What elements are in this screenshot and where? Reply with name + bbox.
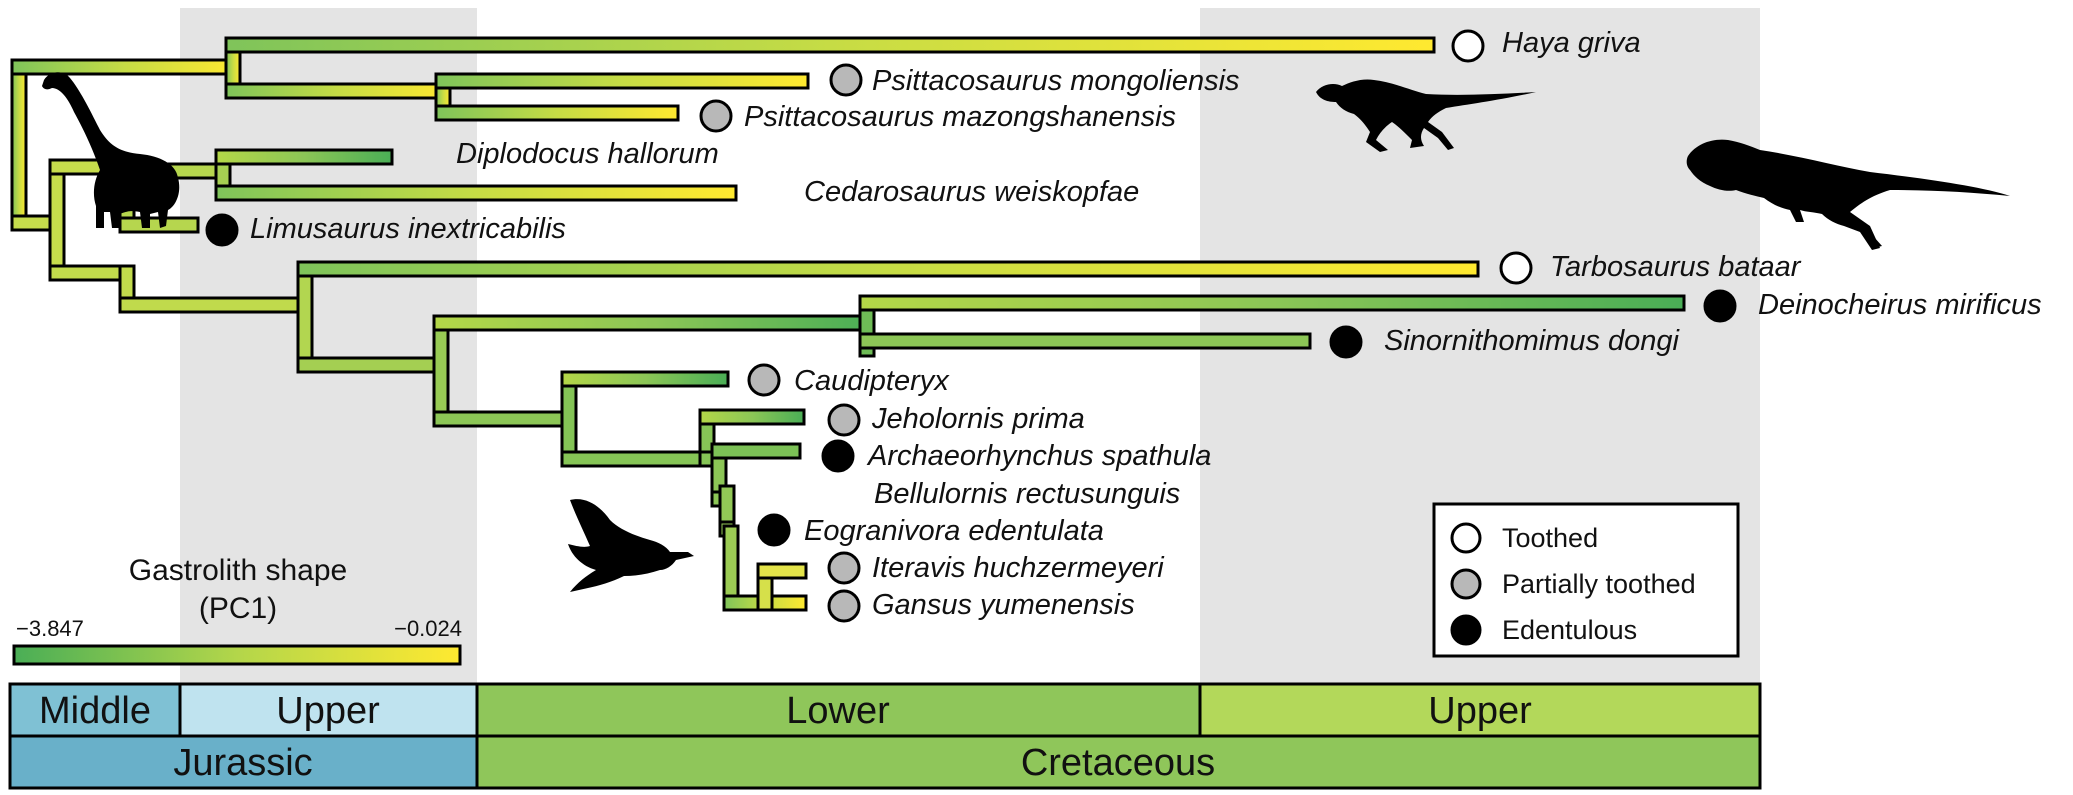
legend-edentulous-marker — [1450, 614, 1482, 646]
status-marker-jeholornis — [827, 403, 861, 437]
epoch-upper-cretaceous-label: Upper — [1428, 690, 1532, 732]
legend-box — [1432, 502, 1740, 658]
taxon-psittacosaurus-mongoliensis: Psittacosaurus mongoliensis — [872, 65, 1240, 97]
period-cretaceous — [475, 734, 1762, 790]
geologic-timescale — [8, 682, 1762, 790]
color-scale-max-label: −0.024 — [394, 616, 462, 641]
status-marker-gansus — [827, 589, 861, 623]
tooth-status-markers — [205, 29, 1737, 623]
status-marker-psitt_maz — [699, 99, 733, 133]
status-marker-sinornithomimus — [1329, 325, 1363, 359]
phylogeny-branches — [10, 36, 1686, 612]
taxon-eogranivora: Eogranivora edentulata — [804, 515, 1104, 547]
color-scale-title-line2: (PC1) — [199, 592, 277, 625]
color-scale-title-line1: Gastrolith shape — [129, 554, 347, 587]
epoch-middle-label: Middle — [39, 690, 151, 732]
epoch-upper-cretaceous — [1198, 682, 1762, 738]
taxon-bellulornis: Bellulornis rectusunguis — [874, 478, 1180, 510]
taxon-jeholornis: Jeholornis prima — [871, 403, 1085, 435]
status-marker-eogranivora — [757, 513, 791, 547]
status-marker-tarbosaurus — [1499, 251, 1533, 285]
taxon-diplodocus: Diplodocus hallorum — [456, 138, 719, 170]
epoch-upper-jurassic-label: Upper — [276, 690, 380, 732]
legend-partially-toothed-label: Partially toothed — [1502, 569, 1696, 599]
legend-toothed-label: Toothed — [1502, 523, 1598, 553]
epoch-lower-cretaceous — [475, 682, 1202, 738]
taxon-psittacosaurus-mazongshanensis: Psittacosaurus mazongshanensis — [744, 101, 1176, 133]
status-marker-archaeorhynchus — [821, 439, 855, 473]
legend-edentulous-label: Edentulous — [1502, 615, 1637, 645]
epoch-lower-label: Lower — [786, 690, 890, 732]
timescale-labels: Middle Upper Lower Upper Jurassic Cretac… — [39, 690, 1532, 784]
status-marker-psitt_mong — [829, 63, 863, 97]
taxon-cedarosaurus: Cedarosaurus weiskopfae — [804, 176, 1139, 208]
sauropod-silhouette — [42, 72, 180, 228]
tyrannosaur-silhouette — [1686, 139, 2010, 250]
taxon-sinornithomimus: Sinornithomimus dongi — [1384, 325, 1681, 357]
period-jurassic-label: Jurassic — [173, 742, 312, 784]
period-cretaceous-label: Cretaceous — [1021, 742, 1215, 784]
status-marker-caudipteryx — [747, 363, 781, 397]
taxon-labels: Haya griva Psittacosaurus mongoliensis P… — [250, 27, 2042, 621]
status-marker-deinocheirus — [1703, 289, 1737, 323]
status-marker-limusaurus — [205, 213, 239, 247]
taxon-caudipteryx: Caudipteryx — [794, 365, 950, 397]
color-scale-min-label: −3.847 — [16, 616, 84, 641]
status-marker-haya — [1451, 29, 1485, 63]
theropod-silhouette — [1316, 79, 1536, 152]
taxon-archaeorhynchus: Archaeorhynchus spathula — [866, 440, 1211, 472]
taxon-limusaurus: Limusaurus inextricabilis — [250, 213, 566, 245]
epoch-middle-jurassic — [8, 682, 182, 738]
upper-jurassic-shading — [180, 8, 477, 684]
color-scale: Gastrolith shape (PC1) −3.847 −0.024 — [12, 554, 462, 666]
color-scale-bar — [12, 644, 462, 666]
legend-partially-toothed-marker — [1450, 568, 1482, 600]
status-marker-iteravis — [827, 551, 861, 585]
taxon-tarbosaurus: Tarbosaurus bataar — [1550, 251, 1802, 283]
taxon-iteravis: Iteravis huchzermeyeri — [872, 552, 1165, 584]
legend-toothed-marker — [1450, 522, 1482, 554]
duck-silhouette — [568, 499, 694, 592]
legend: Toothed Partially toothed Edentulous — [1432, 502, 1740, 658]
taxon-haya: Haya griva — [1502, 27, 1641, 59]
taxon-deinocheirus: Deinocheirus mirificus — [1758, 289, 2042, 321]
taxon-gansus: Gansus yumenensis — [872, 589, 1135, 621]
